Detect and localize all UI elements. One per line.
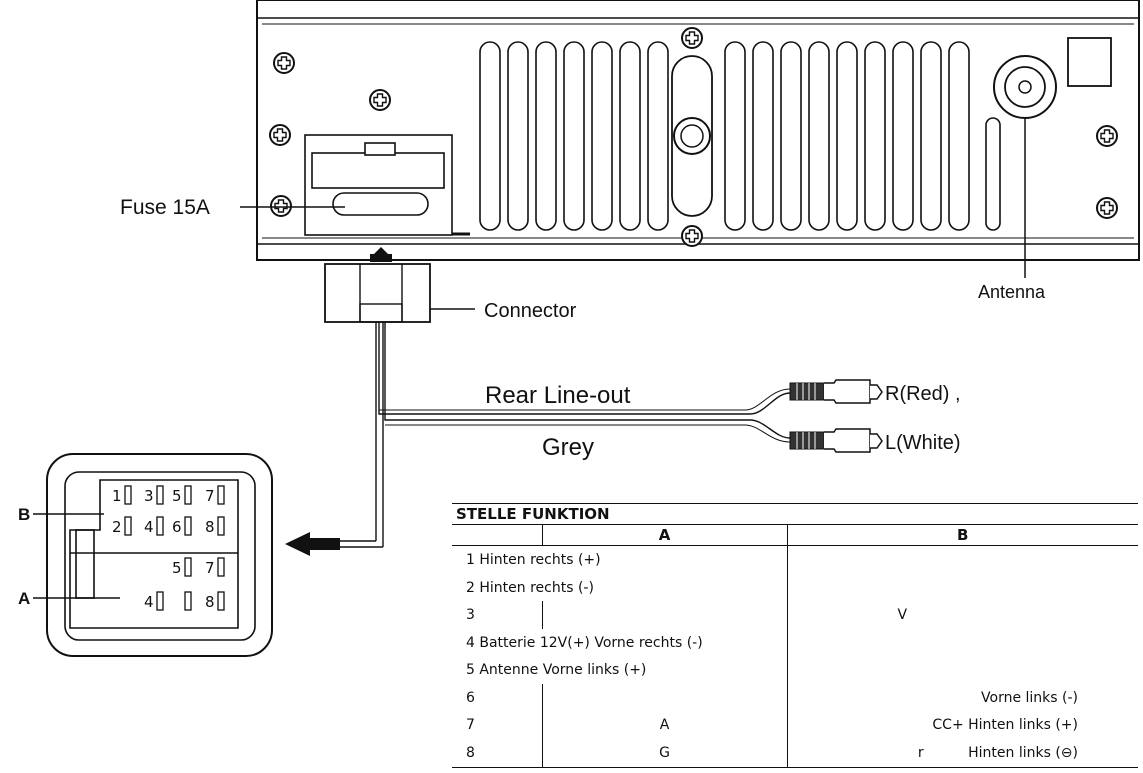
table-row: 2 Hinten rechts (-): [452, 573, 1138, 602]
row-b: [786, 628, 1138, 657]
screw-icon: [369, 89, 391, 111]
row-a: [541, 684, 787, 712]
pin-label: 8: [205, 518, 215, 536]
antenna-socket: [993, 37, 1112, 278]
grey-label: Grey: [542, 434, 594, 461]
rca-left-label: L(White): [885, 432, 961, 454]
antenna-label: Antenna: [978, 282, 1046, 302]
column-header-stelle: [452, 524, 542, 546]
row-position: 5 Antenne Vorne links (+): [466, 662, 647, 679]
pin-label: 5: [172, 487, 182, 505]
row-b: r Hinten links (⊖): [786, 739, 1138, 769]
screw-icon: [270, 195, 292, 217]
table-header-row: A B: [452, 524, 1138, 546]
row-b: CC+ Hinten links (+): [786, 711, 1138, 740]
pin-assignment-table: STELLE FUNKTION A B 1 Hinten rechts (+) …: [452, 503, 1138, 769]
table-row: 6 Vorne links (-): [452, 684, 1138, 712]
pin-label: 7: [205, 487, 215, 505]
connector: [324, 247, 475, 323]
center-mount: [671, 55, 713, 217]
table-row: 5 Antenne Vorne links (+): [452, 656, 1138, 685]
screw-icon: [681, 225, 703, 247]
screw-icon: [1096, 125, 1118, 147]
column-header-b: B: [786, 524, 1138, 546]
rca-right-label: R(Red) ,: [885, 383, 961, 405]
row-b: [786, 545, 1138, 574]
row-position: 7: [466, 717, 475, 734]
table-row: 3 V: [452, 601, 1138, 629]
rca-plug-right: [789, 379, 883, 404]
screw-icon: [1096, 197, 1118, 219]
row-a: G: [541, 739, 787, 769]
table-row: 4 Batterie 12V(+) Vorne rechts (-): [452, 628, 1138, 657]
pin-label: 7: [205, 559, 215, 577]
table-row: 1 Hinten rechts (+): [452, 545, 1138, 574]
cable-harness: [340, 322, 791, 548]
column-header-a: A: [541, 524, 787, 546]
row-position: 8: [452, 739, 542, 769]
block-b-label: B: [18, 505, 30, 524]
pin-label: 4: [144, 593, 154, 611]
fuse-compartment: [304, 134, 453, 236]
pin-label: 1: [112, 487, 122, 505]
iso-connector: 1 3 5 7 2 4 6 8 5 7 4 8: [33, 453, 273, 657]
row-a: A: [541, 711, 787, 740]
screw-icon: [681, 27, 703, 49]
table-row: 8 G r Hinten links (⊖): [452, 739, 1138, 769]
pin-label: 6: [172, 518, 182, 536]
pin-label: 5: [172, 559, 182, 577]
arrow-left-icon: [285, 532, 340, 556]
table-row: 7 A CC+ Hinten links (+): [452, 711, 1138, 740]
row-a: [541, 601, 787, 629]
rca-plug-left: [789, 428, 883, 453]
row-b: [786, 656, 1138, 685]
pin-slots: [124, 485, 225, 611]
pin-label: 2: [112, 518, 122, 536]
row-position: 4 Batterie 12V(+) Vorne rechts (-): [466, 634, 703, 651]
table-title-row: STELLE FUNKTION: [452, 503, 1138, 525]
row-b: V: [786, 601, 1138, 629]
block-a-label: A: [18, 589, 30, 608]
row-position: 6: [466, 689, 475, 706]
ventilation-slots: [479, 41, 1001, 231]
connector-label: Connector: [484, 300, 577, 322]
row-b: Vorne links (-): [786, 684, 1138, 712]
table-title: STELLE FUNKTION: [452, 503, 1138, 525]
fuse-label: Fuse 15A: [120, 196, 210, 219]
pin-label: 3: [144, 487, 154, 505]
pin-label: 4: [144, 518, 154, 536]
pin-label: 8: [205, 593, 215, 611]
row-b: [786, 573, 1138, 602]
row-position: 1 Hinten rechts (+): [466, 551, 601, 568]
screw-icon: [269, 124, 291, 146]
row-position: 3: [466, 607, 475, 624]
row-position: 2 Hinten rechts (-): [466, 579, 594, 596]
screw-icon: [273, 52, 295, 74]
rear-line-out-label: Rear Line-out: [485, 382, 631, 409]
